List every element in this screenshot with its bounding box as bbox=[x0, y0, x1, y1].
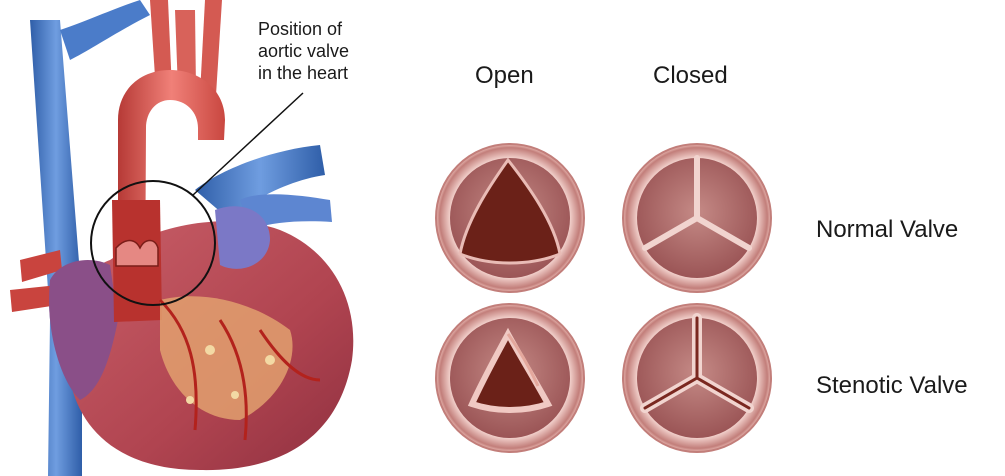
valve-normal-closed bbox=[623, 144, 771, 292]
valve-normal-open bbox=[436, 144, 584, 292]
aortic-valve-in-heart bbox=[116, 241, 158, 267]
row-label-normal-valve: Normal Valve bbox=[816, 216, 958, 244]
valve-stenotic-closed bbox=[623, 304, 771, 452]
fat-globule bbox=[265, 355, 275, 365]
fat-globule bbox=[231, 391, 239, 399]
superior-vena-cava bbox=[30, 20, 82, 476]
valve-stenotic-open bbox=[436, 304, 584, 452]
fat-globule bbox=[205, 345, 215, 355]
brachiocephalic-vein bbox=[60, 0, 150, 60]
callout-line-1: Position of bbox=[258, 18, 349, 40]
callout-line-2: aortic valve bbox=[258, 40, 349, 62]
callout-line-3: in the heart bbox=[258, 62, 349, 84]
fat-globule bbox=[186, 396, 194, 404]
row-label-stenotic-valve: Stenotic Valve bbox=[816, 372, 968, 400]
column-header-closed: Closed bbox=[653, 62, 728, 90]
column-header-open: Open bbox=[475, 62, 534, 90]
callout-label: Position of aortic valve in the heart bbox=[258, 18, 349, 84]
